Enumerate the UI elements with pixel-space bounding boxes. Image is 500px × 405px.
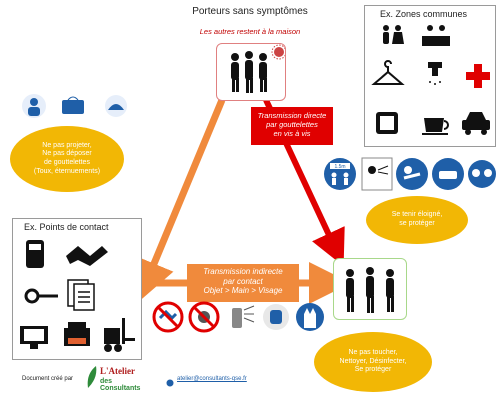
brand-line-2: des Consultants — [100, 378, 141, 392]
person-sneezing-icon — [22, 94, 46, 118]
carriers-box — [216, 43, 287, 101]
arrow-to-contact-points — [134, 98, 226, 303]
reception-desk-icon — [422, 25, 450, 46]
contact-points-title: Ex. Points de contact — [24, 222, 109, 232]
computer-icon — [20, 326, 48, 349]
common-zones-title: Ex. Zones communes — [380, 9, 468, 19]
indirect-line-2: par contact — [223, 276, 263, 286]
people-group-icon — [231, 44, 287, 93]
hand-washing-icon — [105, 95, 127, 117]
tissue-box-icon — [62, 96, 84, 114]
brand-line-1: L'Atelier — [100, 366, 135, 376]
right-bubble-line-1: Se tenir éloigné, — [391, 211, 443, 219]
restroom-icon — [383, 25, 404, 44]
contact-email-link[interactable]: atelier@consultants-qse.fr — [177, 376, 247, 382]
right-bubble-line-2: se protéger — [399, 220, 435, 227]
droplet-protection-icons — [22, 94, 127, 118]
droplet-advice-bubble: Ne pas projeter, Ne pas déposer de goutt… — [10, 126, 124, 192]
svg-text:1.5m: 1.5m — [334, 164, 345, 170]
disinfect-spray-icon — [232, 305, 255, 328]
footer-created-by: Document créé par — [22, 376, 74, 382]
no-handshake-icon — [152, 301, 184, 333]
bottom-bubble-line-1: Ne pas toucher, — [348, 348, 398, 356]
door-handle-icon — [24, 288, 58, 304]
printer-icon — [64, 322, 90, 346]
face-mask-icon — [432, 158, 464, 190]
people-group-icon — [346, 267, 394, 313]
contact-advice-bubble: Ne pas toucher, Nettoyer, Désinfecter, S… — [314, 332, 432, 392]
documents-icon — [67, 279, 95, 311]
page-title: Porteurs sans symptômes — [192, 6, 308, 17]
direct-line-1: Transmission directe — [257, 111, 327, 120]
forklift-icon — [104, 318, 135, 352]
left-bubble-line-1: Ne pas projeter, — [42, 141, 92, 149]
cleaning-icon — [263, 304, 289, 330]
bottom-bubble-line-3: Se protéger — [354, 366, 392, 374]
distance-1-5m-icon: 1.5m — [324, 158, 356, 190]
left-bubble-line-4: (Toux, éternuements) — [33, 167, 101, 175]
virus-icon — [271, 44, 287, 60]
indirect-transmission-banner — [187, 264, 299, 302]
no-touching-face-icon — [188, 301, 220, 333]
left-bubble-line-2: Ne pas déposer — [42, 150, 92, 158]
distancing-advice-bubble: Se tenir éloigné, se protéger — [366, 196, 468, 244]
sneeze-screen-icon — [361, 157, 393, 191]
goggles-icon — [468, 160, 496, 188]
gloves-icon — [296, 303, 324, 331]
left-bubble-line-3: de gouttelettes — [44, 159, 90, 166]
first-aid-cross-icon — [466, 64, 490, 88]
contact-protection-icons — [152, 301, 324, 333]
direct-line-3: en vis à vis — [273, 129, 311, 138]
common-zones-icons — [371, 25, 490, 135]
indirect-line-3: Objet > Main > Visage — [203, 286, 283, 296]
toilet-icon — [376, 112, 398, 134]
shower-icon — [428, 62, 442, 85]
indirect-line-1: Transmission indirecte — [203, 267, 283, 276]
brand-logo: L'Atelier des Consultants — [84, 364, 154, 392]
email-icon — [166, 374, 174, 387]
payment-terminal-icon — [26, 240, 44, 268]
contact-points-icons — [20, 240, 135, 352]
direct-transmission-banner — [251, 107, 333, 145]
handshake-icon — [66, 246, 108, 266]
cough-elbow-icon — [396, 158, 428, 190]
contact-persons-box — [333, 258, 407, 320]
bottom-bubble-line-2: Nettoyer, Désinfecter, — [339, 357, 407, 365]
distancing-icons: 1.5m — [324, 157, 496, 191]
page-subtitle: Les autres restent à la maison — [199, 27, 301, 36]
direct-line-2: par gouttelettes — [266, 120, 318, 129]
leaf-logo-icon — [87, 366, 97, 388]
car-icon — [462, 112, 490, 135]
coat-hanger-icon — [371, 60, 405, 85]
coffee-cup-icon — [422, 118, 449, 135]
